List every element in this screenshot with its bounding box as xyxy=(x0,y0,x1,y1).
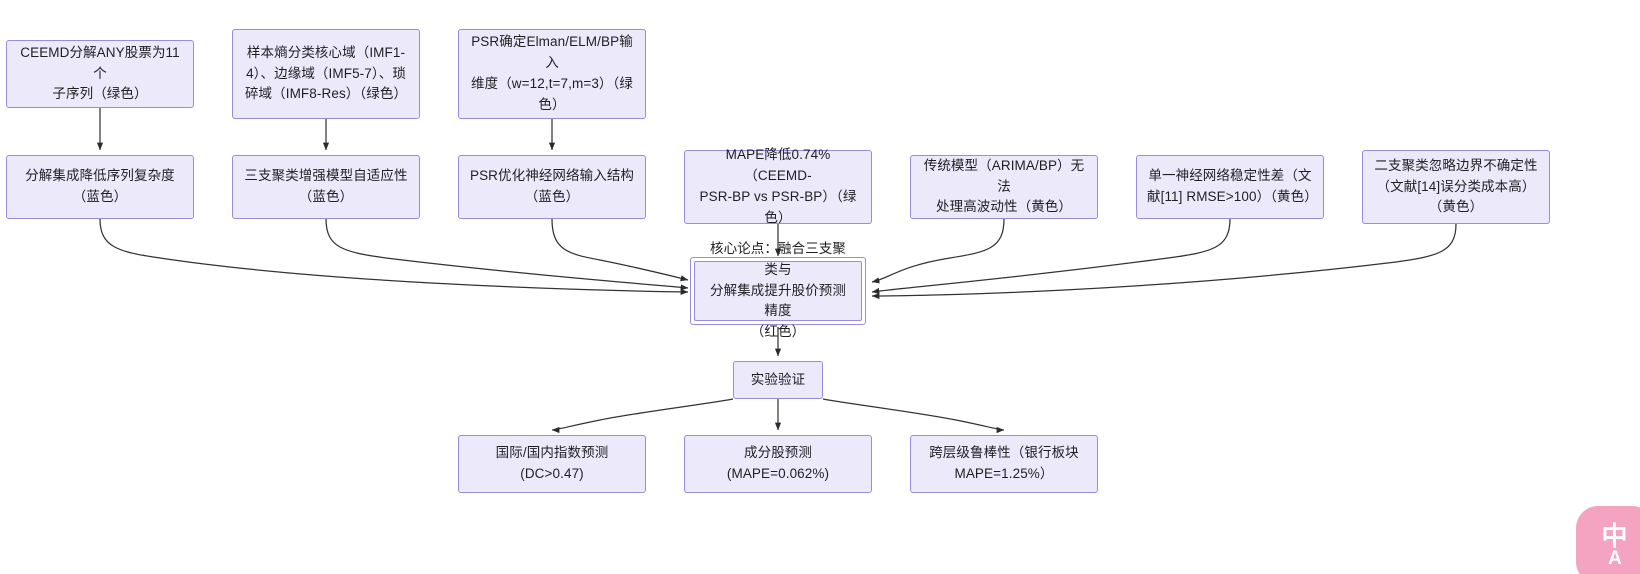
edge-experiment-to-crosslevel xyxy=(822,398,1005,434)
node-ceemd[interactable]: CEEMD分解ANY股票为11个 子序列（绿色） xyxy=(6,40,194,108)
watermark-line2: A xyxy=(1608,547,1622,569)
edge-psrstruct-to-core xyxy=(551,218,689,282)
node-index-forecast-label: 国际/国内指数预测 (DC>0.47) xyxy=(495,445,609,481)
edge-adaptive-to-core xyxy=(325,218,689,291)
edge-arima-to-core xyxy=(871,218,1005,284)
watermark-line1: 中 xyxy=(1601,520,1629,551)
node-adaptive-label: 三支聚类增强模型自适应性 （蓝色） xyxy=(244,168,408,204)
node-complexity-label: 分解集成降低序列复杂度 （蓝色） xyxy=(25,168,175,204)
node-index-forecast[interactable]: 国际/国内指数预测 (DC>0.47) xyxy=(458,435,646,493)
node-sampen[interactable]: 样本熵分类核心域（IMF1- 4）、边缘域（IMF5-7）、琐 碎域（IMF8-… xyxy=(232,29,420,119)
node-ceemd-label: CEEMD分解ANY股票为11个 子序列（绿色） xyxy=(20,44,180,102)
node-psr-structure[interactable]: PSR优化神经网络输入结构 （蓝色） xyxy=(458,155,646,219)
node-psr-structure-label: PSR优化神经网络输入结构 （蓝色） xyxy=(469,168,635,204)
node-two-way-clustering[interactable]: 二支聚类忽略边界不确定性 （文献[14]误分类成本高） （黄色） xyxy=(1362,150,1550,224)
node-single-nn-instability[interactable]: 单一神经网络稳定性差（文 献[11] RMSE>100）（黄色） xyxy=(1136,155,1324,219)
node-adaptive[interactable]: 三支聚类增强模型自适应性 （蓝色） xyxy=(232,155,420,219)
node-mape-drop[interactable]: MAPE降低0.74%（CEEMD- PSR-BP vs PSR-BP）（绿 色… xyxy=(684,147,872,225)
node-arima-limitation[interactable]: 传统模型（ARIMA/BP）无法 处理高波动性（黄色） xyxy=(910,155,1098,219)
node-cross-level-robustness-label: 跨层级鲁棒性（银行板块 MAPE=1.25%） xyxy=(929,445,1079,481)
node-experiment-validation[interactable]: 实验验证 xyxy=(733,361,823,399)
node-core-claim[interactable]: 核心论点：融合三支聚类与 分解集成提升股价预测精度 （红色） xyxy=(694,241,862,339)
node-component-forecast-label: 成分股预测 (MAPE=0.062%) xyxy=(726,445,830,481)
node-psr-dimension[interactable]: PSR确定Elman/ELM/BP输入 维度（w=12,t=7,m=3）（绿 色… xyxy=(458,29,646,119)
node-core-claim-label: 核心论点：融合三支聚类与 分解集成提升股价预测精度 （红色） xyxy=(710,240,846,340)
edge-experiment-to-index xyxy=(551,398,734,434)
edge-complexity-to-core xyxy=(99,218,689,295)
node-sampen-label: 样本熵分类核心域（IMF1- 4）、边缘域（IMF5-7）、琐 碎域（IMF8-… xyxy=(244,44,408,102)
node-complexity[interactable]: 分解集成降低序列复杂度 （蓝色） xyxy=(6,155,194,219)
node-two-way-clustering-label: 二支聚类忽略边界不确定性 （文献[14]误分类成本高） （黄色） xyxy=(1374,157,1538,215)
node-mape-drop-label: MAPE降低0.74%（CEEMD- PSR-BP vs PSR-BP）（绿 色… xyxy=(699,147,857,225)
node-core-claim-wrapper[interactable]: 核心论点：融合三支聚类与 分解集成提升股价预测精度 （红色） xyxy=(690,241,866,339)
node-single-nn-instability-label: 单一神经网络稳定性差（文 献[11] RMSE>100）（黄色） xyxy=(1147,168,1318,204)
node-experiment-validation-label: 实验验证 xyxy=(750,371,806,387)
node-component-forecast[interactable]: 成分股预测 (MAPE=0.062%) xyxy=(684,435,872,493)
node-cross-level-robustness[interactable]: 跨层级鲁棒性（银行板块 MAPE=1.25%） xyxy=(910,435,1098,493)
watermark-badge: 中 A xyxy=(1576,506,1640,574)
node-arima-limitation-label: 传统模型（ARIMA/BP）无法 处理高波动性（黄色） xyxy=(923,157,1085,215)
node-psr-dimension-label: PSR确定Elman/ELM/BP输入 维度（w=12,t=7,m=3）（绿 色… xyxy=(471,34,633,112)
edge-twoway-to-core xyxy=(871,223,1457,300)
edge-singlenn-to-core xyxy=(871,218,1231,295)
